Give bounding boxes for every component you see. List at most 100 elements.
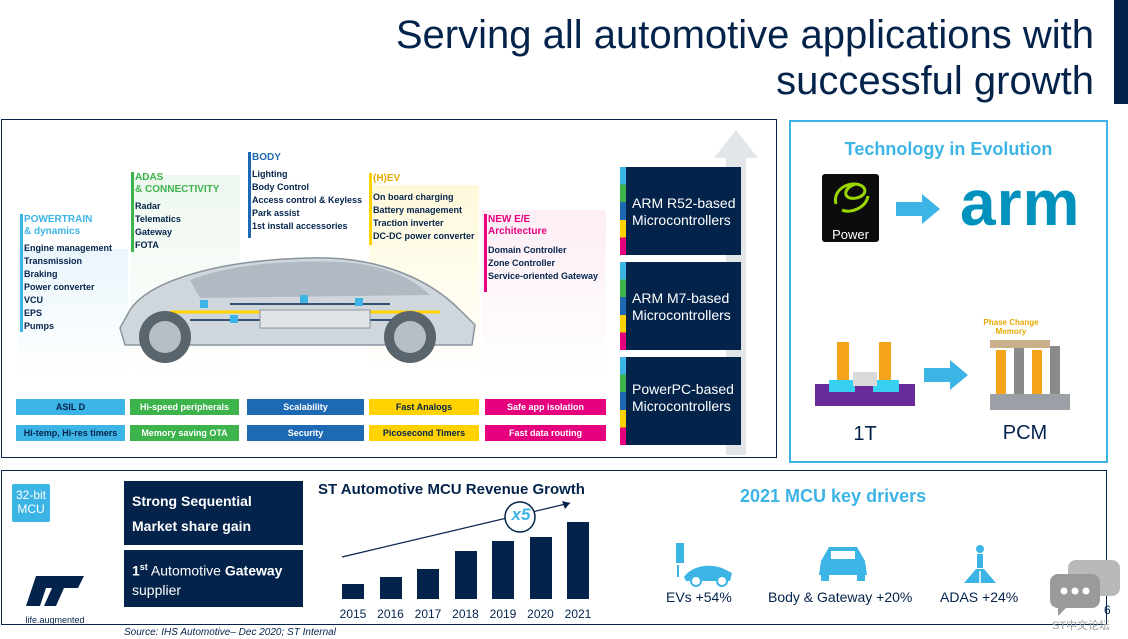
drivers-title: 2021 MCU key drivers — [740, 486, 927, 506]
title-line-1: Serving all automotive applications with — [395, 13, 1094, 57]
hev-heading: (H)EV — [373, 173, 401, 184]
ev-car-icon — [676, 543, 732, 587]
growth-multiplier-text: x5 — [511, 505, 531, 524]
powertrain-column: POWERTRAIN & dynamics Engine management … — [20, 214, 113, 333]
mcu-label: ARM M7-based Microcontrollers — [632, 290, 731, 323]
power-logo: Power — [822, 174, 879, 242]
chat-bubble-icon — [1050, 560, 1120, 616]
powertrain-heading: POWERTRAIN — [24, 214, 93, 225]
powertrain-accent — [20, 214, 23, 332]
hev-column: (H)EV On board charging Battery manageme… — [369, 173, 475, 245]
transistor-1t-diagram — [815, 342, 915, 406]
revenue-chart — [341, 501, 571, 558]
adas-subheading: & CONNECTIVITY — [135, 184, 220, 195]
newee-item: Service-oriented Gateway — [488, 271, 599, 281]
capability-tag: ASIL D — [16, 399, 125, 415]
growth-multiplier: x5 — [506, 505, 536, 525]
driver-label-body: Body & Gateway +20% — [768, 589, 913, 605]
hev-item: Battery management — [373, 205, 463, 215]
chart-bar — [529, 536, 552, 599]
newee-heading: NEW E/E — [488, 214, 531, 225]
chart-bar — [454, 551, 477, 599]
chart-tick-label: 2016 — [377, 607, 404, 621]
chart-bar — [379, 576, 402, 599]
technology-panel — [789, 120, 1108, 463]
gateway-text-mid: Automotive — [147, 562, 225, 579]
powertrain-item: Pumps — [24, 321, 55, 331]
highlight-box-market-share: Strong Sequential Market share gain — [124, 481, 303, 545]
st-logo: life.augmented — [20, 572, 90, 625]
body-column: BODY Lighting Body Control Access contro… — [248, 152, 362, 238]
adas-item: Telematics — [135, 214, 181, 224]
applications-panel — [1, 119, 777, 458]
hev-item: On board charging — [373, 192, 454, 202]
body-item: 1st install accessories — [252, 221, 348, 231]
powertrain-item: Engine management — [24, 243, 113, 253]
capability-tag: Picosecond Timers — [369, 425, 479, 441]
label-pcm: PCM — [1002, 422, 1048, 444]
chart-bar — [567, 522, 589, 599]
powertrain-item: Power converter — [24, 282, 95, 292]
pcm-memory-diagram — [990, 340, 1070, 410]
body-heading: BODY — [252, 152, 281, 163]
arm-logo: arm — [960, 167, 1081, 239]
powertrain-item: EPS — [24, 308, 43, 318]
driver-label-ev: EVs +54% — [666, 589, 732, 605]
chart-bar — [342, 583, 364, 599]
car-body-icon — [819, 547, 867, 581]
mcu-label: PowerPC-based Microcontrollers — [632, 381, 734, 414]
newee-item: Domain Controller — [488, 245, 567, 255]
arrow-right-icon — [924, 360, 968, 390]
chart-title: ST Automotive MCU Revenue Growth — [318, 481, 585, 498]
mcu-box-m7: ARM M7-based Microcontrollers — [620, 262, 741, 350]
page-title: Serving all automotive applications with… — [334, 12, 1094, 104]
source-note: Source: IHS Automotive– Dec 2020; ST Int… — [124, 627, 336, 638]
capability-tag: Fast data routing — [485, 425, 606, 441]
st-logo-icon — [26, 576, 84, 606]
chart-tick-label: 2017 — [414, 607, 442, 621]
capability-tag: Memory saving OTA — [130, 425, 239, 441]
powertrain-item: VCU — [24, 295, 44, 305]
gateway-text-bold: Gateway — [224, 562, 283, 579]
driver-label-adas: ADAS +24% — [940, 589, 1019, 605]
gateway-rank-suffix: st — [139, 562, 148, 572]
power-swirl-icon — [834, 182, 870, 213]
power-logo-label: Power — [832, 227, 869, 242]
adas-column: ADAS & CONNECTIVITY Radar Telematics Gat… — [131, 172, 220, 252]
capability-tag: Security — [247, 425, 364, 441]
chart-tick-label: 2018 — [452, 607, 479, 621]
newee-bg — [482, 210, 606, 380]
mcu-color-stripe — [620, 167, 626, 255]
newee-subheading: Architecture — [488, 226, 547, 237]
body-item: Park assist — [252, 208, 300, 218]
adas-item: Gateway — [135, 227, 173, 237]
mcu-color-stripe — [620, 357, 626, 445]
capability-tag: Safe app isolation — [485, 399, 606, 415]
car-illustration — [119, 257, 476, 363]
powertrain-item: Transmission — [24, 256, 83, 266]
capability-tag: Hi-temp, Hi-res timers — [16, 425, 125, 441]
newee-item: Zone Controller — [488, 258, 555, 268]
chart-bar — [492, 540, 514, 599]
technology-title: Technology in Evolution — [844, 139, 1053, 159]
mcu-box-powerpc: PowerPC-based Microcontrollers — [620, 357, 741, 445]
capability-tag: Hi-speed peripherals — [130, 399, 239, 415]
gateway-rank: 1 — [132, 562, 140, 579]
capability-tag: Scalability — [247, 399, 364, 415]
hev-item: DC-DC power converter — [373, 231, 475, 241]
capability-tag: Fast Analogs — [369, 399, 479, 415]
powertrain-subheading: & dynamics — [24, 226, 81, 237]
body-item: Body Control — [252, 182, 309, 192]
hev-item: Traction inverter — [373, 218, 444, 228]
chart-tick-label: 2020 — [527, 607, 554, 621]
chart-tick-label: 2015 — [339, 607, 367, 621]
page-number: 6 — [1104, 603, 1111, 617]
forum-watermark: ST中文论坛 — [1052, 620, 1111, 632]
bottom-panel — [1, 470, 1107, 625]
powertrain-bg — [18, 249, 128, 379]
body-item: Lighting — [252, 169, 288, 179]
pcm-diagram-label: Phase Change Memory — [983, 318, 1039, 336]
mcu-label: ARM R52-based Microcontrollers — [632, 195, 736, 228]
arrow-right-icon — [896, 194, 940, 224]
